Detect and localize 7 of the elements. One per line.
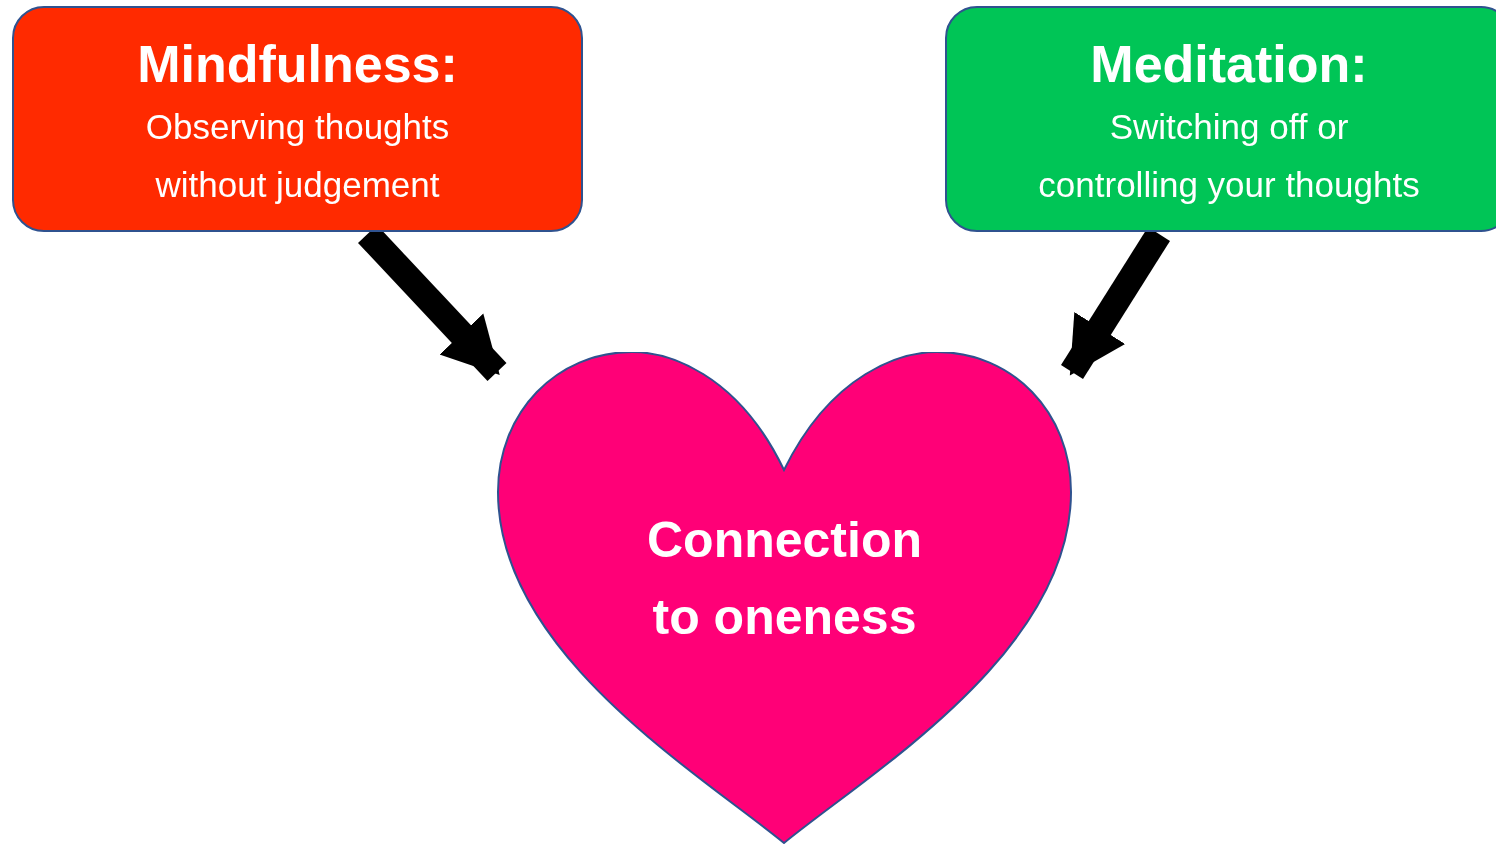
box-heading: Mindfulness: <box>137 34 458 95</box>
box-description: Observing thoughts without judgement <box>144 106 451 206</box>
box-description: Switching off or controlling your thoughts <box>1037 106 1421 206</box>
concept-box <box>945 6 1496 232</box>
concept-box <box>12 6 583 232</box>
heart-label: Connection to oneness <box>646 511 923 647</box>
box-heading: Meditation: <box>1090 34 1368 95</box>
